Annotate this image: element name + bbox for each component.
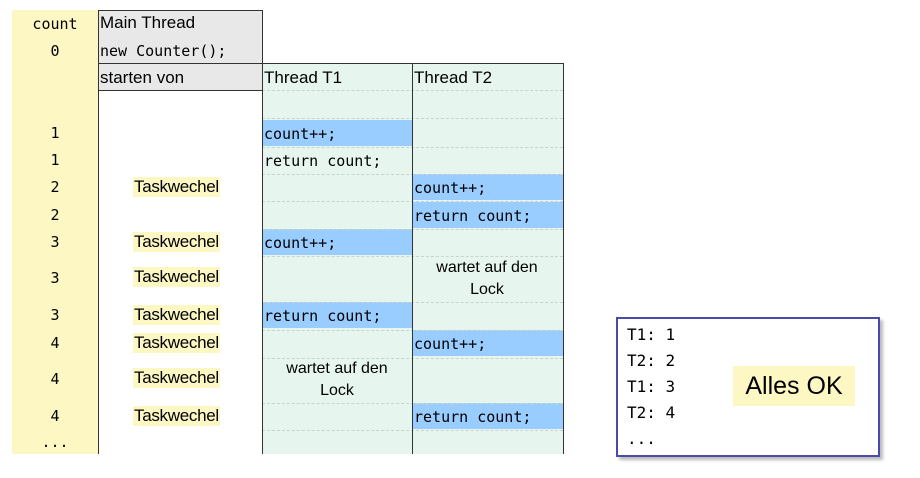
t1-wait-label: wartet auf den Lock xyxy=(286,360,388,399)
thread-t1-header: Thread T1 xyxy=(264,68,343,87)
main-thread-header: Main Thread xyxy=(100,13,196,32)
result-line: T1: 1 xyxy=(627,325,676,344)
t1-code: count++; xyxy=(264,234,337,252)
t1-highlight-1 xyxy=(262,120,412,146)
init-code: new Counter(); xyxy=(100,42,227,60)
t1-code: return count; xyxy=(264,307,382,325)
count-value: 2 xyxy=(50,178,60,196)
count-column xyxy=(12,10,98,454)
count-value: 3 xyxy=(50,233,60,251)
task-switch-label: Taskwechel xyxy=(133,232,220,252)
task-switch-label: Taskwechel xyxy=(133,267,220,287)
count-value: 4 xyxy=(50,334,60,352)
t2-highlight-1 xyxy=(412,174,563,200)
t2-highlight-2 xyxy=(412,202,563,228)
t2-code: return count; xyxy=(414,207,532,225)
t1-code: count++; xyxy=(264,125,337,143)
t1-highlight-2 xyxy=(262,229,412,255)
start-label: starten von xyxy=(100,68,185,87)
count-value: 4 xyxy=(50,407,60,425)
result-status: Alles OK xyxy=(733,366,855,406)
result-line: T2: 4 xyxy=(627,403,676,422)
thread-t2-header: Thread T2 xyxy=(414,68,493,87)
count-value: ... xyxy=(41,433,69,451)
count-value: 3 xyxy=(50,306,60,324)
t2-highlight-3 xyxy=(412,330,563,356)
count-value: 2 xyxy=(50,206,60,224)
count-header: count xyxy=(32,15,78,33)
count-value: 4 xyxy=(50,370,60,388)
task-switch-label: Taskwechel xyxy=(133,406,220,426)
result-line: T1: 3 xyxy=(627,377,676,396)
result-line: T2: 2 xyxy=(627,351,676,370)
t1-highlight-3 xyxy=(262,302,412,328)
result-line: ... xyxy=(627,429,656,448)
count-value: 1 xyxy=(50,124,60,142)
t1-code: return count; xyxy=(264,152,382,170)
t2-code: count++; xyxy=(414,335,487,353)
t2-code: count++; xyxy=(414,179,487,197)
init-count: 0 xyxy=(50,42,60,60)
task-switch-label: Taskwechel xyxy=(133,177,220,197)
t2-code: return count; xyxy=(414,408,532,426)
task-switch-label: Taskwechel xyxy=(133,333,220,353)
thread-t2-column xyxy=(412,63,563,454)
t2-highlight-4 xyxy=(412,403,563,429)
task-switch-label: Taskwechel xyxy=(133,368,220,388)
task-switch-label: Taskwechel xyxy=(133,305,220,325)
t2-wait-label: wartet auf den Lock xyxy=(436,259,538,298)
count-value: 3 xyxy=(50,269,60,287)
main-thread-header-bg xyxy=(98,10,262,90)
count-value: 1 xyxy=(50,151,60,169)
